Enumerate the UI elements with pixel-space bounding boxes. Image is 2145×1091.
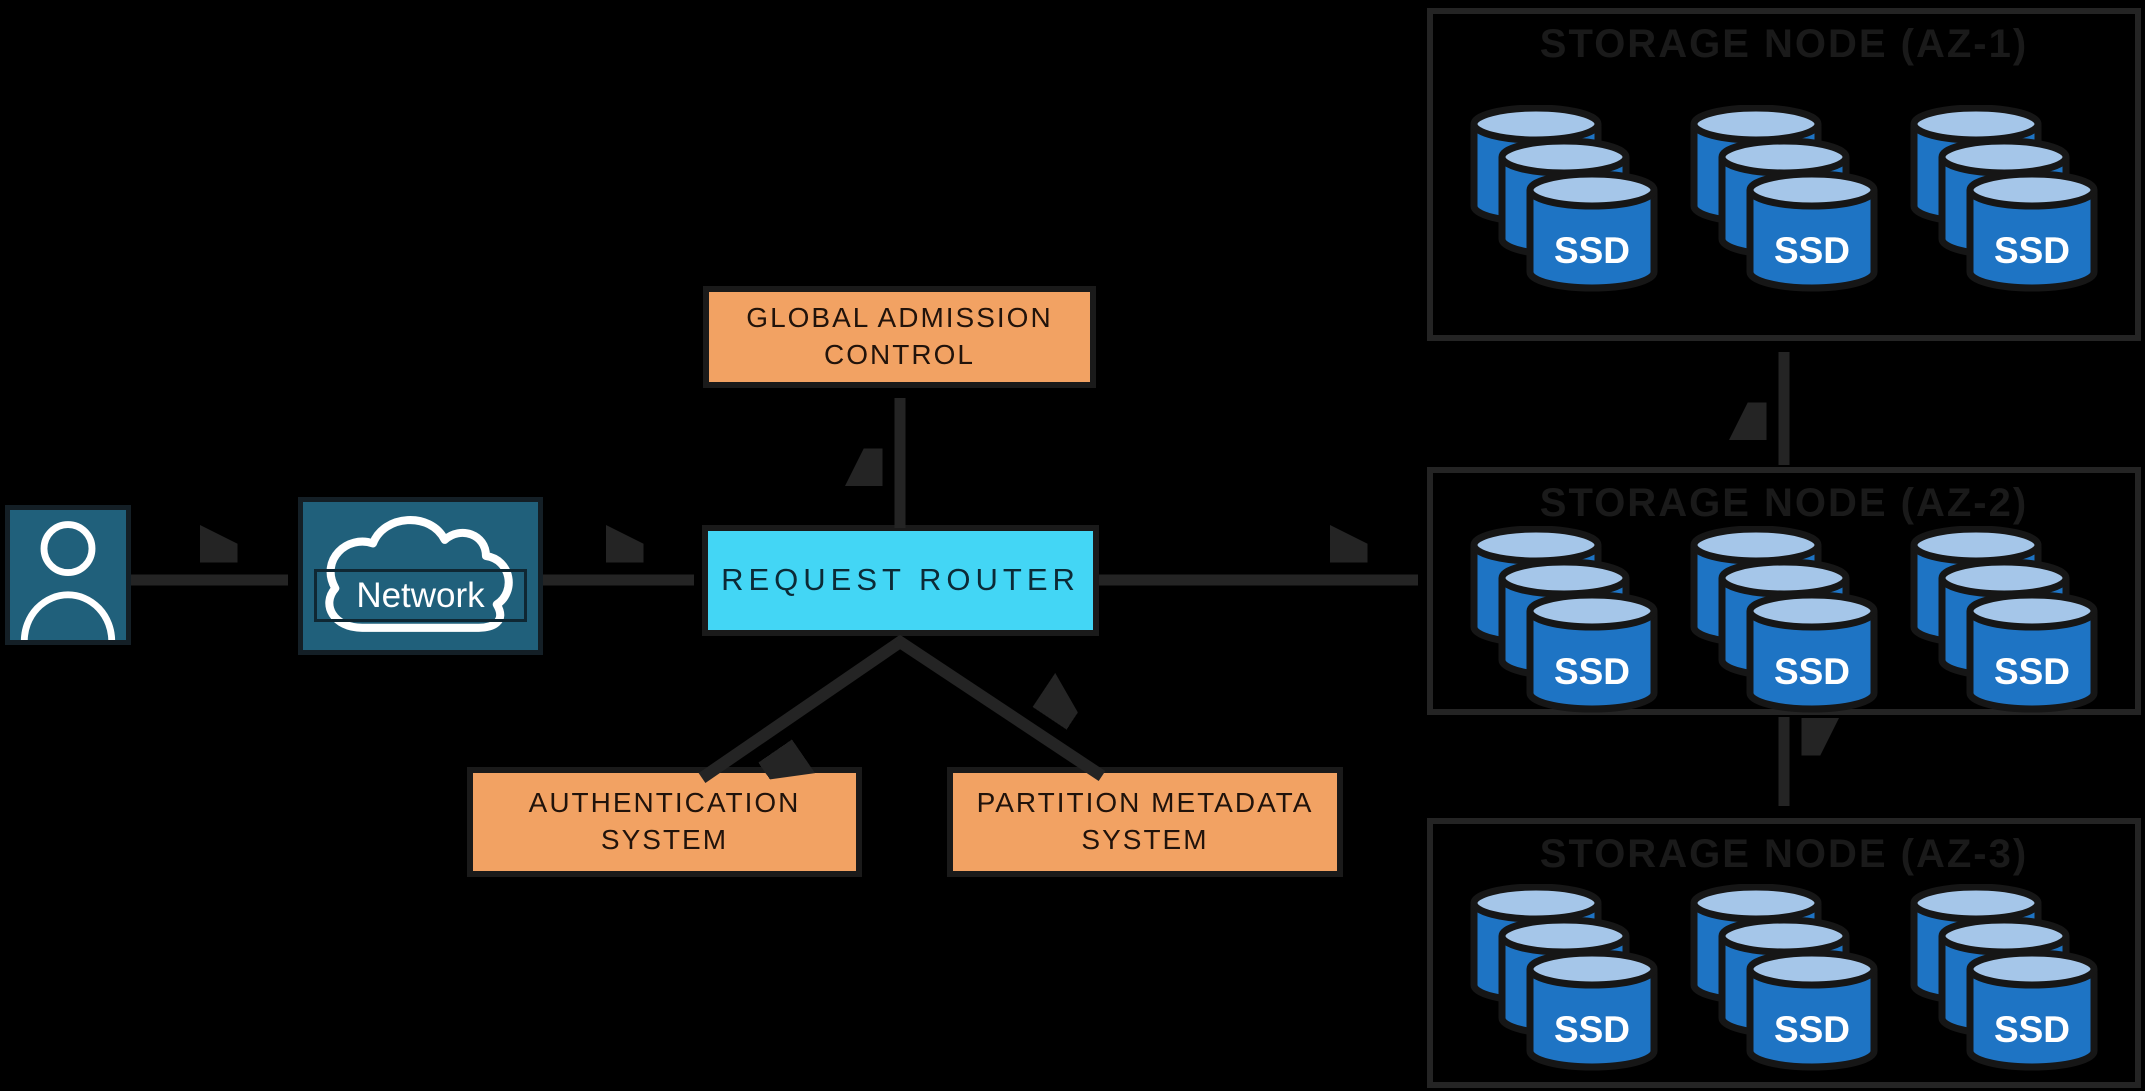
ssd-stack: SSD [1468, 525, 1660, 718]
ssd-cylinder-front: SSD [1744, 591, 1880, 718]
ssd-stacks: SSD SSD [1433, 525, 2135, 718]
ssd-stack: SSD [1908, 104, 2100, 297]
ssd-stack: SSD [1908, 525, 2100, 718]
ssd-stack: SSD [1688, 883, 1880, 1076]
storage-node-az1: STORAGE NODE (AZ-1) SSD [1427, 8, 2141, 341]
svg-text:SSD: SSD [1994, 230, 2070, 271]
ssd-cylinder-front: SSD [1524, 591, 1660, 718]
svg-text:SSD: SSD [1554, 651, 1630, 692]
ssd-cylinder-front: SSD [1964, 170, 2100, 297]
user-icon [20, 521, 116, 640]
storage-node-az3-title: STORAGE NODE (AZ-3) [1539, 832, 2029, 876]
ssd-stacks: SSD SSD [1433, 67, 2135, 335]
authentication-system-box: AUTHENTICATION SYSTEM [467, 767, 862, 877]
ssd-stack: SSD [1468, 104, 1660, 297]
storage-node-az1-title: STORAGE NODE (AZ-1) [1539, 22, 2029, 66]
svg-text:SSD: SSD [1994, 1009, 2070, 1050]
storage-node-az2: STORAGE NODE (AZ-2) SSD [1427, 467, 2141, 715]
svg-text:SSD: SSD [1554, 1009, 1630, 1050]
ssd-cylinder-front: SSD [1524, 170, 1660, 297]
svg-text:SSD: SSD [1774, 230, 1850, 271]
user-panel [5, 505, 131, 645]
ssd-stack: SSD [1688, 104, 1880, 297]
ssd-cylinder-front: SSD [1744, 170, 1880, 297]
storage-node-az3: STORAGE NODE (AZ-3) SSD [1427, 818, 2141, 1088]
network-panel: Network [298, 497, 543, 655]
partition-metadata-system-label: PARTITION METADATA SYSTEM [976, 787, 1314, 855]
svg-text:SSD: SSD [1774, 1009, 1850, 1050]
ssd-stack: SSD [1468, 883, 1660, 1076]
ssd-cylinder-front: SSD [1744, 949, 1880, 1076]
arrow-router-to-auth [698, 635, 907, 778]
arrow-router-to-partition-metadata [893, 635, 1106, 781]
partition-metadata-system-box: PARTITION METADATA SYSTEM [947, 767, 1343, 877]
svg-text:SSD: SSD [1554, 230, 1630, 271]
authentication-system-label: AUTHENTICATION SYSTEM [528, 787, 801, 855]
request-router-label: REQUEST ROUTER [721, 562, 1080, 598]
network-label-box: Network [314, 569, 527, 622]
ssd-stack: SSD [1688, 525, 1880, 718]
network-cloud-icon [325, 516, 513, 632]
network-label: Network [356, 575, 485, 615]
ssd-cylinder-front: SSD [1964, 591, 2100, 718]
ssd-stacks: SSD SSD [1433, 877, 2135, 1082]
global-admission-control-box: GLOBAL ADMISSION CONTROL [703, 286, 1096, 388]
svg-text:SSD: SSD [1774, 651, 1850, 692]
storage-node-az2-title: STORAGE NODE (AZ-2) [1539, 481, 2029, 525]
svg-text:SSD: SSD [1994, 651, 2070, 692]
ssd-cylinder-front: SSD [1964, 949, 2100, 1076]
request-router-box: REQUEST ROUTER [702, 525, 1099, 636]
ssd-cylinder-front: SSD [1524, 949, 1660, 1076]
ssd-stack: SSD [1908, 883, 2100, 1076]
global-admission-control-label: GLOBAL ADMISSION CONTROL [746, 302, 1053, 370]
